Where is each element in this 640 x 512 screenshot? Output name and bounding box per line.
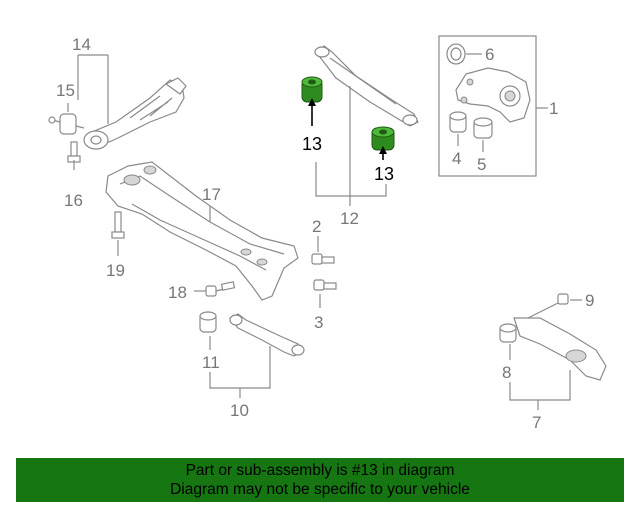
banner-line-1: Part or sub-assembly is #13 in diagram: [185, 462, 455, 479]
callout-18: 18: [168, 283, 187, 302]
knuckle-assembly: [438, 35, 548, 177]
callout-13-right: 13: [374, 164, 394, 184]
callout-10: 10: [230, 401, 249, 420]
callout-8: 8: [502, 363, 511, 382]
callout-2: 2: [312, 217, 321, 236]
callout-15: 15: [56, 81, 75, 100]
callout-4: 4: [452, 149, 461, 168]
callout-11: 11: [202, 353, 220, 372]
bolts-2-3: [311, 236, 337, 308]
callout-14: 14: [72, 35, 91, 54]
callout-12: 12: [340, 209, 359, 228]
callout-7: 7: [532, 413, 541, 432]
callout-3: 3: [314, 313, 323, 332]
callout-17: 17: [202, 185, 221, 204]
callout-1: 1: [549, 99, 558, 118]
banner-line-2: Diagram may not be specific to your vehi…: [170, 481, 470, 498]
callout-6: 6: [485, 45, 494, 64]
crossmember-assembly: [105, 161, 299, 301]
callout-16: 16: [64, 191, 83, 210]
upper-control-arm-assembly: [48, 54, 187, 170]
info-banner: Part or sub-assembly is #13 in diagram D…: [16, 458, 624, 502]
lateral-link-assembly: [301, 45, 419, 206]
toe-link-assembly: [199, 311, 305, 398]
bushing-13-highlighted-right[interactable]: [371, 126, 395, 151]
callout-19: 19: [106, 261, 125, 280]
callout-9: 9: [585, 291, 594, 310]
callout-5: 5: [477, 155, 486, 174]
lower-arm-assembly: [499, 293, 607, 410]
callout-13-left: 13: [302, 134, 322, 154]
